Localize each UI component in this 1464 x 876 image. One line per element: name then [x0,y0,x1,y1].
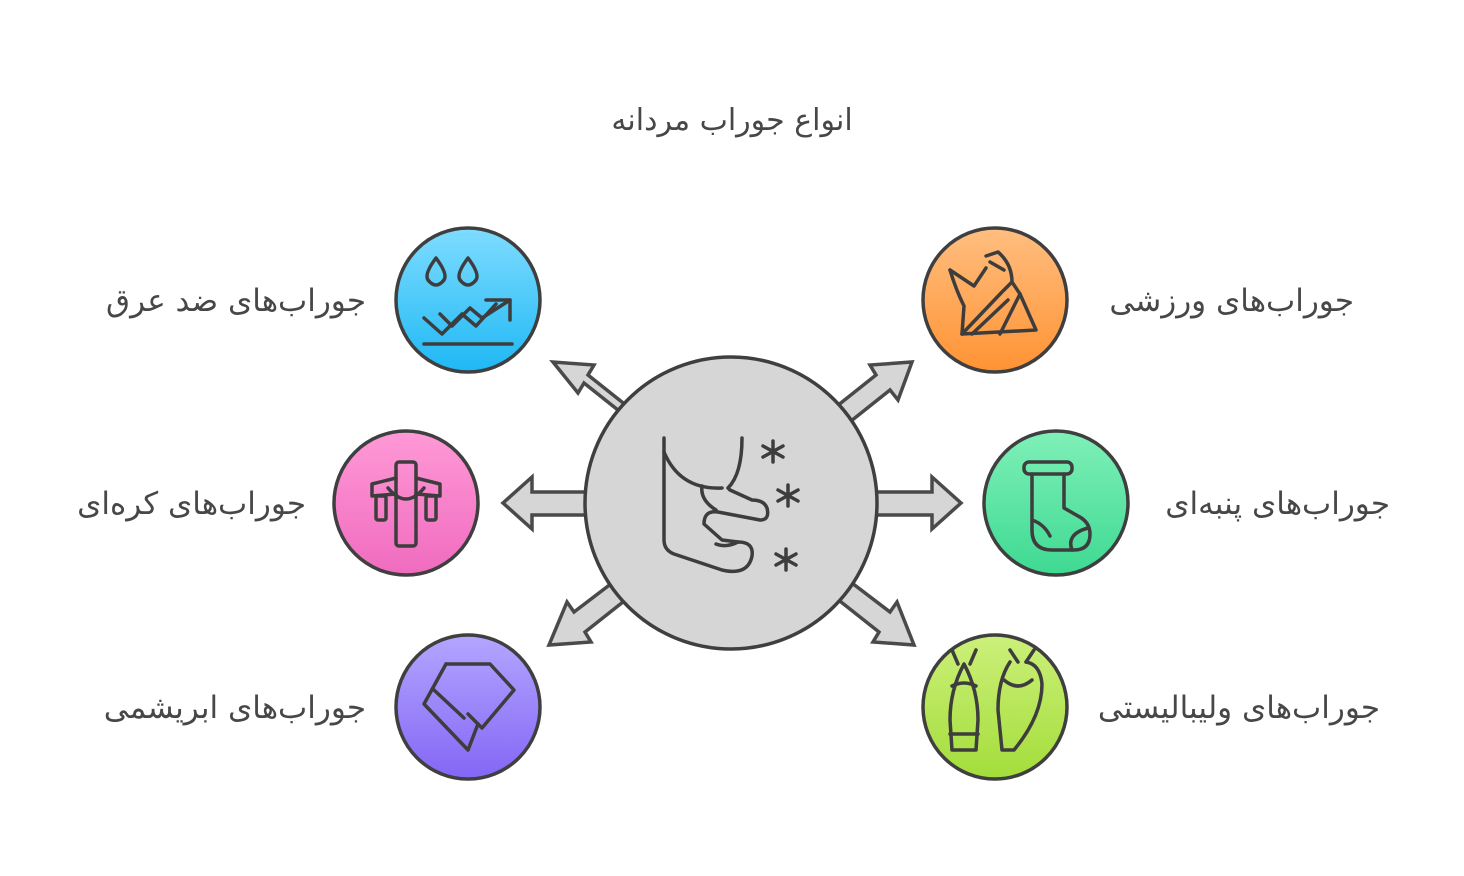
arrow-right [864,473,964,533]
node-knitted: جوراب‌های کره‌ای [77,429,480,577]
arrow-lower-left [546,577,631,647]
center-hub [583,355,879,651]
arrow-upper-right [829,360,915,428]
node-silk-label: جوراب‌های ابریشمی [104,690,366,726]
water-drops-moisture-wicking-icon [422,256,514,346]
node-cotton-label: جوراب‌های پنبه‌ای [1165,486,1390,522]
center-hub-circle [583,355,879,651]
node-silk-circle [394,633,542,781]
node-ballet-label: جوراب‌های ولیبالیستی [1098,690,1380,726]
knot-bow-icon [370,460,442,548]
running-shoe-icon [948,250,1038,336]
node-knitted-label: جوراب‌های کره‌ای [77,486,306,522]
node-anti-sweat: جوراب‌های ضد عرق [106,226,542,374]
node-ballet: جوراب‌های ولیبالیستی [921,633,1380,781]
arrow-lower-right [833,577,917,647]
sock-icon [1022,460,1092,552]
arrows [500,359,964,647]
node-sports: جوراب‌های ورزشی [921,226,1354,374]
node-knitted-circle [332,429,480,577]
node-anti-sweat-label: جوراب‌های ضد عرق [106,283,366,319]
node-cotton-circle [982,429,1130,577]
silk-fabric-icon [422,662,516,752]
ballet-slippers-icon [948,648,1044,752]
node-cotton: جوراب‌های پنبه‌ای [982,429,1390,577]
foot-stars-icon [662,436,800,574]
diagram-title: انواع جوراب مردانه [611,103,852,138]
node-silk: جوراب‌های ابریشمی [104,633,542,781]
node-ballet-circle [921,633,1069,781]
node-sports-label: جوراب‌های ورزشی [1109,283,1354,319]
node-anti-sweat-circle [394,226,542,374]
